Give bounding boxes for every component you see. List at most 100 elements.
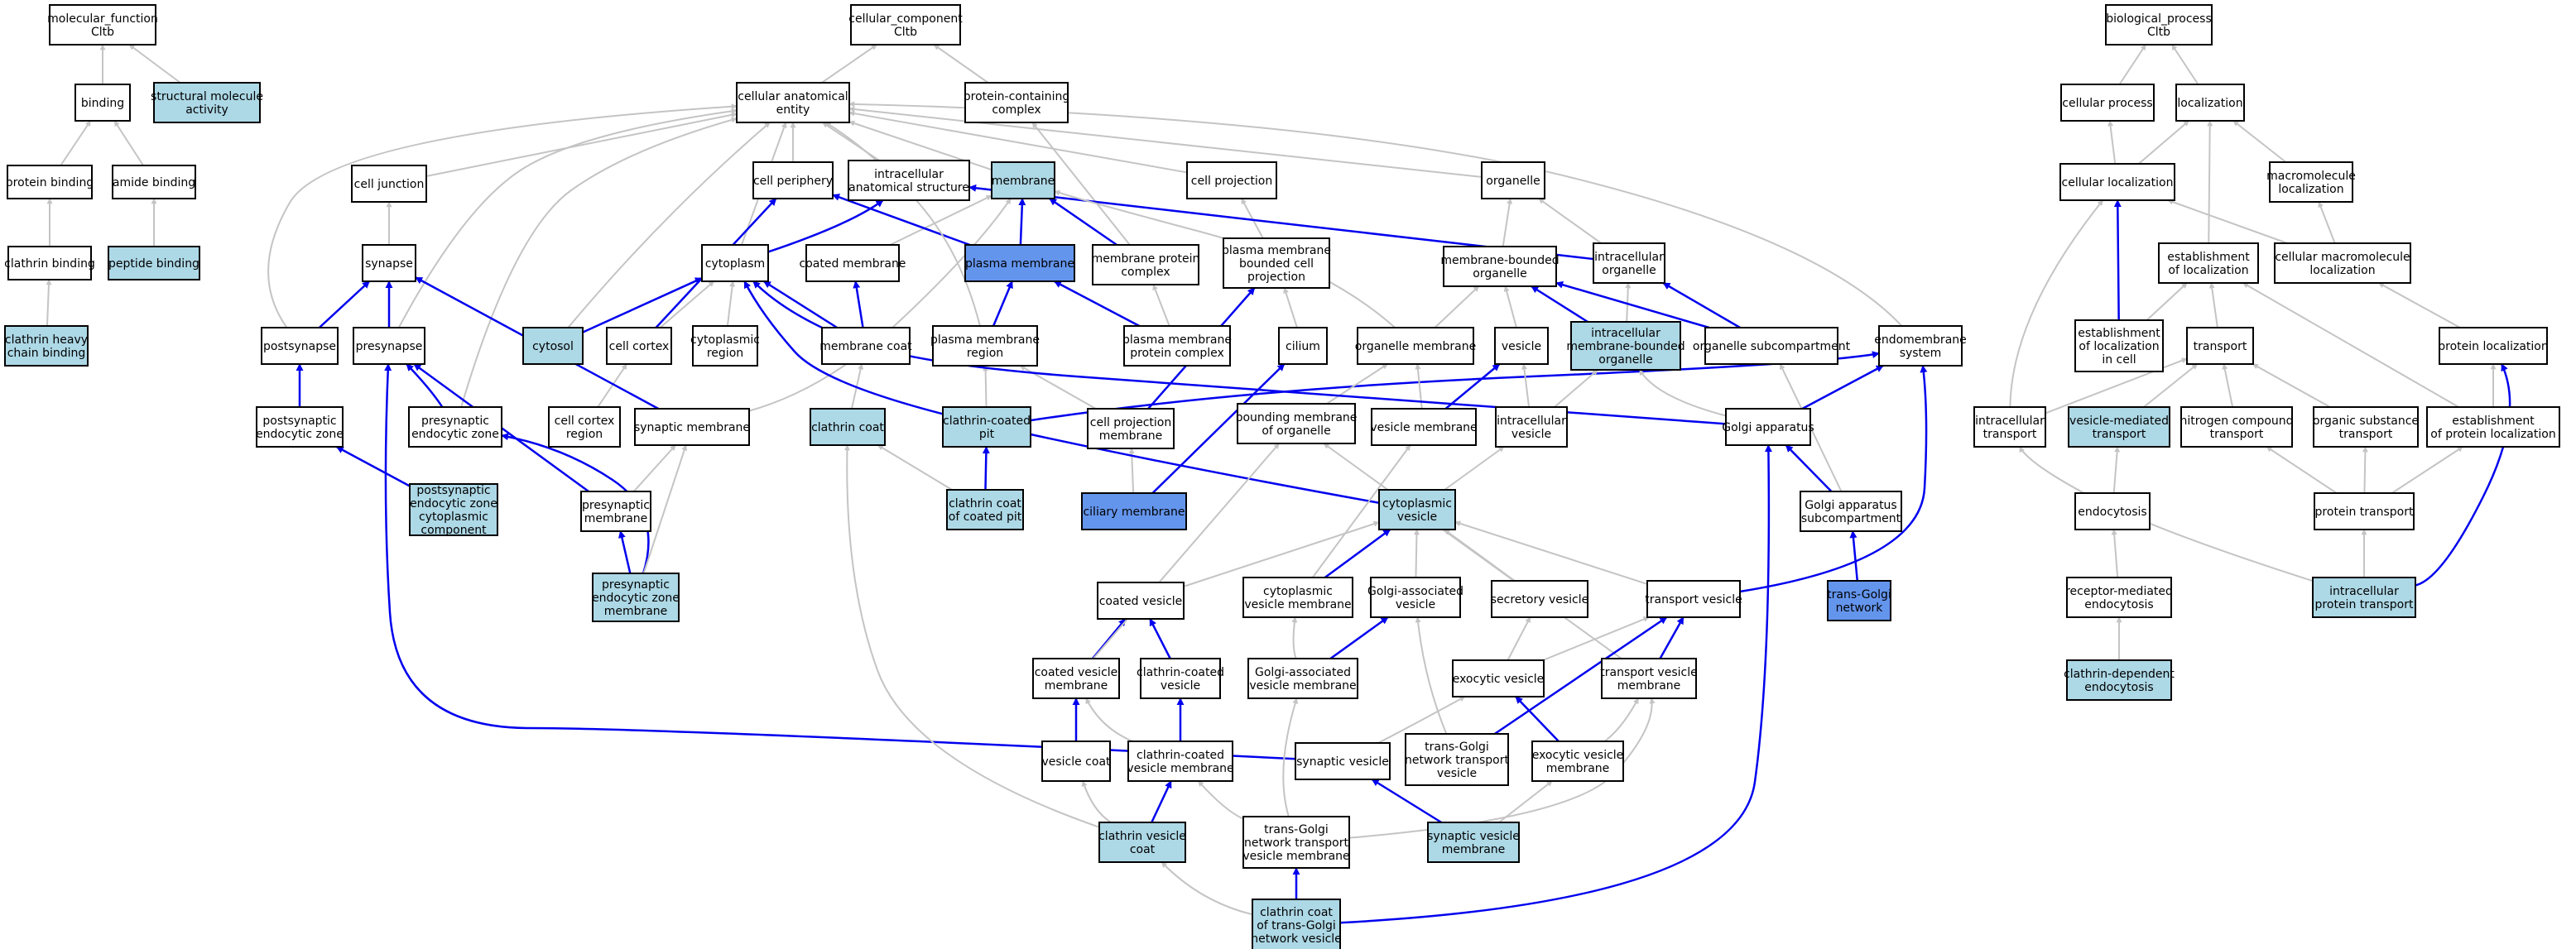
node-cytosol[interactable]: cytosol xyxy=(522,327,584,365)
node-coatedmem[interactable]: coated membrane xyxy=(800,244,906,282)
node-celljunction[interactable]: cell junction xyxy=(351,165,427,203)
node-cilium[interactable]: cilium xyxy=(1278,327,1328,365)
node-transport[interactable]: transport xyxy=(2186,327,2254,365)
node-cellloc[interactable]: cellular localization xyxy=(2059,163,2175,201)
node-peptidebind[interactable]: peptide binding xyxy=(108,246,200,280)
node-orgmem[interactable]: organelle membrane xyxy=(1355,327,1476,365)
node-postsyn[interactable]: postsynapse xyxy=(261,327,339,365)
node-presyn[interactable]: presynapse xyxy=(353,327,425,365)
node-secves[interactable]: secretory vesicle xyxy=(1491,580,1589,618)
node-golgi[interactable]: Golgi apparatus xyxy=(1722,408,1814,446)
node-protloc[interactable]: protein localization xyxy=(2438,327,2549,365)
node-label: Golgi apparatus xyxy=(1805,499,1896,512)
node-protbind[interactable]: protein binding xyxy=(6,165,94,199)
node-vesmem[interactable]: vesicle membrane xyxy=(1370,408,1478,446)
node-cellcortex[interactable]: cell cortex xyxy=(606,327,672,365)
node-label: trans-Golgi xyxy=(1827,588,1891,602)
node-label: transport vesicle xyxy=(1645,593,1742,606)
node-synves[interactable]: synaptic vesicle xyxy=(1295,742,1391,780)
node-cellproj[interactable]: cell projection xyxy=(1186,161,1277,199)
node-synapse[interactable]: synapse xyxy=(362,244,416,282)
node-synmem[interactable]: synaptic membrane xyxy=(634,408,750,446)
node-orgsubcomp[interactable]: organelle subcompartment xyxy=(1693,327,1851,365)
node-organelle[interactable]: organelle xyxy=(1481,161,1545,199)
node-memcoat[interactable]: membrane coat xyxy=(819,327,912,365)
node-ciliarymem[interactable]: ciliary membrane xyxy=(1081,492,1187,530)
node-cellperiph[interactable]: cell periphery xyxy=(752,161,834,199)
node-clathcoat[interactable]: clathrin coat xyxy=(810,408,886,446)
node-membrane[interactable]: membrane xyxy=(991,161,1055,199)
node-clathbind[interactable]: clathrin binding xyxy=(4,246,95,280)
node-vescoat[interactable]: vesicle coat xyxy=(1041,741,1111,782)
node-binding[interactable]: binding xyxy=(74,84,131,122)
node-coatedves[interactable]: coated vesicle xyxy=(1097,582,1185,620)
node-prottrans[interactable]: protein transport xyxy=(2314,492,2415,530)
node-vesicle[interactable]: vesicle xyxy=(1494,327,1549,365)
node-cellproc[interactable]: cellular process xyxy=(2060,84,2155,122)
node-plasmamem[interactable]: plasma membrane xyxy=(964,244,1075,282)
node-loc[interactable]: localization xyxy=(2175,84,2245,122)
node-amidebind[interactable]: amide binding xyxy=(112,165,196,199)
node-transves[interactable]: transport vesicle xyxy=(1645,580,1742,618)
node-cytoplasm[interactable]: cytoplasm xyxy=(701,244,769,282)
node-endocyt[interactable]: endocytosis xyxy=(2074,492,2151,530)
node-exoves[interactable]: exocytic vesicle xyxy=(1452,659,1545,697)
